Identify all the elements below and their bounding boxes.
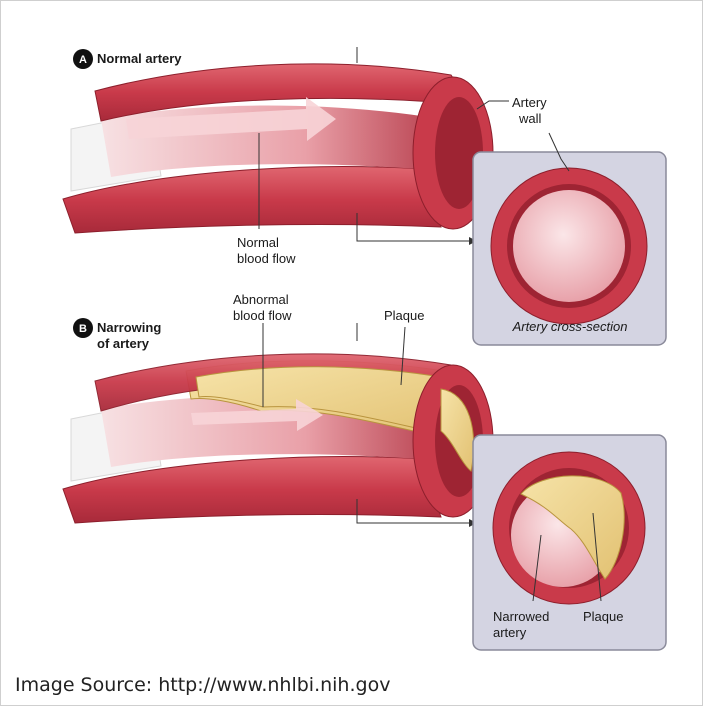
narrowed-artery-label-line1: Narrowed	[493, 609, 549, 624]
abnormal-flow-label-line2: blood flow	[233, 308, 292, 323]
artery-end-lumen-a	[435, 97, 483, 209]
image-source-credit: Image Source: http://www.nhlbi.nih.gov	[15, 674, 390, 696]
end-plaque-b	[440, 388, 475, 472]
cross-section-plaque	[520, 475, 625, 580]
normal-flow-label-line1: Normal	[237, 235, 279, 250]
cross-section-caption: Artery cross-section	[512, 319, 628, 334]
narrowed-artery-label-line2: artery	[493, 625, 527, 640]
normal-artery-group	[62, 47, 509, 245]
artery-wall-label-line1: Artery	[512, 95, 547, 110]
plaque-leader-b	[400, 326, 406, 386]
plaque-label: Plaque	[384, 308, 424, 323]
narrowed-leader	[532, 534, 542, 602]
cross-plaque-label: Plaque	[583, 609, 623, 624]
artery-wall-bottom-a	[62, 166, 442, 234]
badge-a	[73, 49, 93, 69]
narrowing-title-line2: of artery	[97, 336, 150, 351]
cross-section-inset-a	[472, 132, 667, 346]
abnormal-flow-arrow	[191, 399, 323, 431]
badge-b-text: B	[79, 323, 87, 335]
artery-wall-bottom-b	[62, 456, 442, 524]
normal-flow-label-line2: blood flow	[237, 251, 296, 266]
normal-flow-arrow	[126, 97, 336, 141]
normal-artery-title: Normal artery	[97, 51, 182, 66]
badge-b	[73, 318, 93, 338]
abnormal-flow-label-line1: Abnormal	[233, 292, 289, 307]
narrowed-artery-group	[62, 323, 494, 527]
wall-leader-inset-a	[548, 132, 570, 172]
cross-section-inset-b	[472, 434, 667, 651]
wall-leader-a	[476, 100, 509, 110]
artery-wall-label-line2: wall	[518, 111, 542, 126]
narrowing-title-line1: Narrowing	[97, 320, 161, 335]
cross-section-arrow-a	[356, 213, 469, 242]
cross-plaque-leader	[592, 512, 602, 602]
cross-section-arrow-b	[356, 499, 469, 524]
badge-a-text: A	[79, 54, 87, 66]
